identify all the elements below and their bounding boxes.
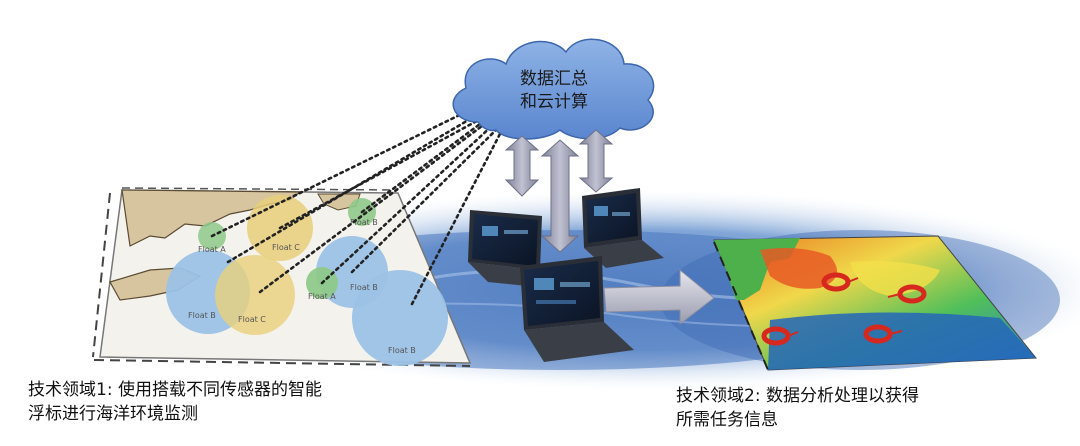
- cloud-label-line1: 数据汇总: [520, 69, 588, 89]
- sync-arrows: [504, 129, 614, 253]
- cloud-computing-node: 数据汇总 和云计算: [452, 38, 655, 140]
- target-marker-icon: [887, 284, 927, 304]
- float-c-mid-zone: [215, 255, 295, 335]
- target-marker-icon: [821, 272, 859, 292]
- float-label: Float A: [198, 245, 226, 254]
- target-marker-icon: [761, 326, 799, 346]
- caption-line: 技术领域1: 使用搭载不同传感器的智能: [28, 380, 322, 400]
- caption-domain-1: 技术领域1: 使用搭载不同传感器的智能 浮标进行海洋环境监测: [28, 378, 322, 426]
- double-arrow-icon: [578, 129, 614, 193]
- caption-line: 所需任务信息: [676, 410, 778, 430]
- float-label: Float B: [188, 311, 216, 320]
- double-arrow-icon: [540, 139, 580, 253]
- process-arrow-icon: [603, 268, 715, 326]
- double-arrow-icon: [504, 135, 540, 197]
- caption-line: 技术领域2: 数据分析处理以获得: [676, 386, 919, 406]
- float-label: Float B: [388, 346, 416, 355]
- analysis-map-panel: [713, 235, 1038, 371]
- laptop-icon: [520, 256, 634, 362]
- caption-domain-2: 技术领域2: 数据分析处理以获得 所需任务信息: [676, 384, 919, 432]
- float-b-big-zone: [352, 270, 448, 366]
- laptop-icon: [582, 188, 664, 268]
- data-link-lines: [210, 104, 504, 306]
- float-label: Float C: [238, 315, 266, 324]
- caption-line: 浮标进行海洋环境监测: [28, 404, 198, 424]
- float-label: Float B: [350, 218, 378, 227]
- laptop-workstations: [468, 188, 664, 362]
- float-label: Float C: [272, 243, 300, 252]
- float-label: Float A: [308, 292, 336, 301]
- float-label: Float B: [350, 283, 378, 292]
- target-marker-icon: [863, 324, 903, 344]
- cloud-label-line2: 和云计算: [520, 92, 588, 112]
